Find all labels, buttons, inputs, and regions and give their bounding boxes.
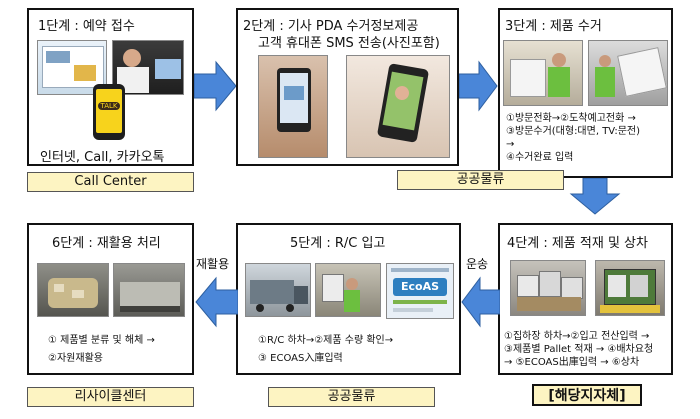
stage5-step-line-1: ①R/C 하차→②제품 수량 확인→ bbox=[258, 335, 394, 346]
stage1-caption: 인터넷, Call, 카카오톡 bbox=[40, 150, 165, 165]
stage5-title: 5단계 : R/C 입고 bbox=[290, 236, 386, 251]
stage2-pda-photo bbox=[258, 55, 328, 158]
ecoas-logo: EcoAS bbox=[393, 278, 447, 296]
arrow-left-icon bbox=[461, 276, 500, 328]
arrow-down-icon bbox=[569, 178, 621, 215]
stage4-pallet-photo bbox=[595, 260, 665, 316]
stage3-step-line-2: ③방문수거(대형:대면, TV:문전) bbox=[506, 126, 640, 137]
stage4-step-line-1: ①집하장 하차→②입고 전산입력 → bbox=[504, 331, 650, 342]
stage4-step-line-3: → ⑤ECOAS出庫입력 → ⑥상차 bbox=[504, 357, 640, 368]
stage6-step-line-1: ① 제품별 분류 및 해체 → bbox=[48, 335, 155, 346]
stage6-step-line-2: ②자원재활용 bbox=[48, 353, 103, 364]
stage4-title: 4단계 : 제품 적재 및 상차 bbox=[507, 236, 648, 251]
stage1-label-call-center: Call Center bbox=[27, 172, 194, 192]
stage3-title: 3단계 : 제품 수거 bbox=[505, 19, 602, 34]
arrow-right-icon bbox=[194, 60, 237, 112]
stage1-title: 1단계 : 예약 접수 bbox=[38, 19, 135, 34]
stage6-label-recycle-center: 리사이클센터 bbox=[27, 387, 194, 407]
stage3-step-line-1: ①방문전화→②도착예고전화 → bbox=[506, 113, 636, 124]
arrow-right-icon bbox=[459, 60, 498, 112]
stage5-ecoas-screen: EcoAS bbox=[386, 263, 454, 319]
stage2-sms-photo bbox=[346, 55, 450, 158]
stage5-unloading-photo bbox=[315, 263, 381, 317]
stage6-title: 6단계 : 재활용 처리 bbox=[52, 236, 161, 251]
stage4-label-local-government: [해당지자체] bbox=[532, 384, 642, 406]
stage3-pickup-photo-1 bbox=[503, 40, 583, 106]
stage2-title-line1: 2단계 : 기사 PDA 수거정보제공 bbox=[243, 19, 419, 34]
kakaotalk-phone-icon: TALK bbox=[93, 84, 125, 140]
arrow-label-recycle: 재활용 bbox=[196, 257, 230, 271]
label-public-logistics-1: 공공물류 bbox=[397, 170, 564, 190]
talk-badge: TALK bbox=[98, 102, 120, 110]
stage2-title-line2: 고객 휴대폰 SMS 전송(사진포함) bbox=[258, 36, 440, 51]
stage5-step-line-2: ③ ECOAS入庫입력 bbox=[258, 353, 343, 364]
arrow-left-icon bbox=[195, 276, 238, 328]
stage6-recycle-photo bbox=[113, 263, 185, 317]
arrow-label-transport: 운송 bbox=[466, 257, 489, 271]
stage5-truck-photo bbox=[245, 263, 311, 317]
stage6-dismantle-photo bbox=[37, 263, 109, 317]
stage1-internet-photo bbox=[37, 40, 107, 95]
stage5-label-public-logistics: 공공물류 bbox=[268, 387, 435, 407]
stage3-step-line-4: ④수거완료 입력 bbox=[506, 152, 574, 163]
stage3-step-line-3: → bbox=[506, 139, 515, 150]
stage4-step-line-2: ③제품별 Pallet 적재 → ④배차요청 bbox=[504, 344, 654, 355]
stage4-warehouse-photo bbox=[510, 260, 586, 316]
stage3-pickup-photo-2 bbox=[588, 40, 668, 106]
